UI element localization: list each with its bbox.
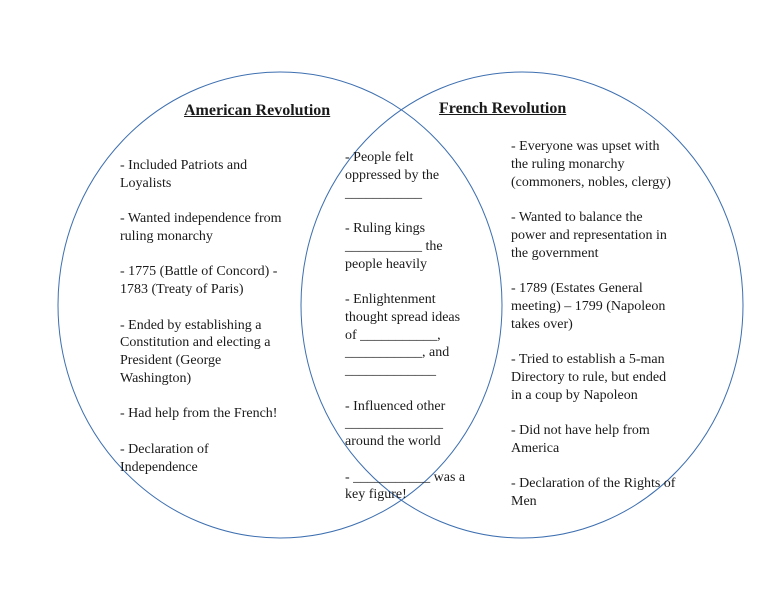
american-fact-item-line: 1783 (Treaty of Paris) <box>120 282 244 298</box>
shared-fact-item-line: people heavily <box>345 256 428 272</box>
shared-fact-item: - People felt oppressed by the ___________ <box>345 149 465 202</box>
shared-fact-item-line: - Ruling kings <box>345 220 426 236</box>
shared-fact-item-line: ___________, and <box>345 345 450 361</box>
american-fact-item: - Ended by establishing a Constitution an… <box>120 317 282 388</box>
shared-fact-item: - Enlightenment thought spread ideas of __… <box>345 291 465 380</box>
american-fact-item-line: - Declaration of <box>120 441 209 457</box>
french-fact-item-line: meeting) – 1799 (Napoleon <box>511 298 666 314</box>
american-circle <box>57 71 503 539</box>
american-fact-item-line: President (George <box>120 353 222 369</box>
american-fact-item-line: Independence <box>120 459 198 475</box>
french-circle <box>300 71 744 539</box>
shared-fact-item-line: ___________ the <box>345 238 443 254</box>
french-fact-item-line: Men <box>511 493 537 509</box>
french-fact-item-line: the ruling monarchy <box>511 156 625 172</box>
french-fact-item-line: - Declaration of the Rights of <box>511 476 676 492</box>
french-fact-item-line: takes over) <box>511 316 573 332</box>
french-fact-item-line: Directory to rule, but ended <box>511 369 667 385</box>
french-fact-item-line: - Everyone was upset with <box>511 139 660 154</box>
shared-fact-item: - ___________ was a key figure! <box>345 469 465 505</box>
shared-fact-item-line: _____________ <box>345 363 436 379</box>
shared-fact-item: - Influenced other ______________around t… <box>345 398 465 451</box>
french-revolution-title: French Revolution <box>439 100 567 117</box>
shared-fact-item-line: - Influenced other <box>345 398 446 414</box>
american-fact-item-line: Constitution and electing a <box>120 335 271 351</box>
american-fact-item-line: ruling monarchy <box>120 228 213 244</box>
shared-fact-item-line: thought spread ideas <box>345 309 461 325</box>
shared-fact-item-line: ______________ <box>345 416 443 432</box>
american-fact-item-line: - Wanted independence from <box>120 211 282 227</box>
french-fact-item-line: in a coup by Napoleon <box>511 387 638 403</box>
american-fact-item-line: - Included Patriots and <box>120 158 248 173</box>
shared-fact-item-line: - People felt <box>345 150 414 165</box>
shared-fact-item-line: oppressed by the <box>345 167 440 183</box>
french-fact-item: - Everyone was upset with the ruling mona… <box>511 138 675 191</box>
french-fact-item-line: power and representation in <box>511 227 667 243</box>
shared-fact-item: - Ruling kings ___________ the people heav… <box>345 220 465 273</box>
shared-facts: - People felt oppressed by the ___________… <box>345 149 465 522</box>
american-fact-item-line: Loyalists <box>120 175 172 191</box>
french-fact-item-line: America <box>511 440 560 456</box>
american-fact-item-line: - Ended by establishing a <box>120 317 262 333</box>
french-fact-item-line: the government <box>511 245 599 261</box>
american-fact-item: - Declaration of Independence <box>120 441 282 477</box>
french-fact-item-line: - Wanted to balance the <box>511 209 643 225</box>
american-fact-item-line: - 1775 (Battle of Concord) - <box>120 264 278 280</box>
american-fact-item-line: - Had help from the French! <box>120 406 278 422</box>
french-fact-item-line: - 1789 (Estates General <box>511 280 643 296</box>
american-fact-item: - 1775 (Battle of Concord) - 1783 (Treaty… <box>120 263 282 299</box>
french-fact-item: - 1789 (Estates General meeting) – 1799 (… <box>511 280 675 333</box>
shared-fact-item-line: key figure! <box>345 487 407 503</box>
american-fact-item: - Had help from the French! <box>120 405 282 423</box>
shared-fact-item-line: of ___________, <box>345 327 441 343</box>
american-fact-item-line: Washington) <box>120 370 192 386</box>
french-fact-item-line: - Did not have help from <box>511 422 650 438</box>
french-facts: - Everyone was upset with the ruling mona… <box>511 138 675 528</box>
american-revolution-title: American Revolution <box>184 102 331 119</box>
shared-fact-item-line: around the world <box>345 434 441 450</box>
french-fact-item-line: - Tried to establish a 5-man <box>511 351 665 367</box>
shared-fact-item-line: - ___________ was a <box>345 469 466 485</box>
french-fact-item-line: (commoners, nobles, clergy) <box>511 174 671 190</box>
french-fact-item: - Wanted to balance the power and represe… <box>511 209 675 262</box>
shared-fact-item-line: ___________ <box>345 185 422 201</box>
shared-fact-item-line: - Enlightenment <box>345 291 436 307</box>
